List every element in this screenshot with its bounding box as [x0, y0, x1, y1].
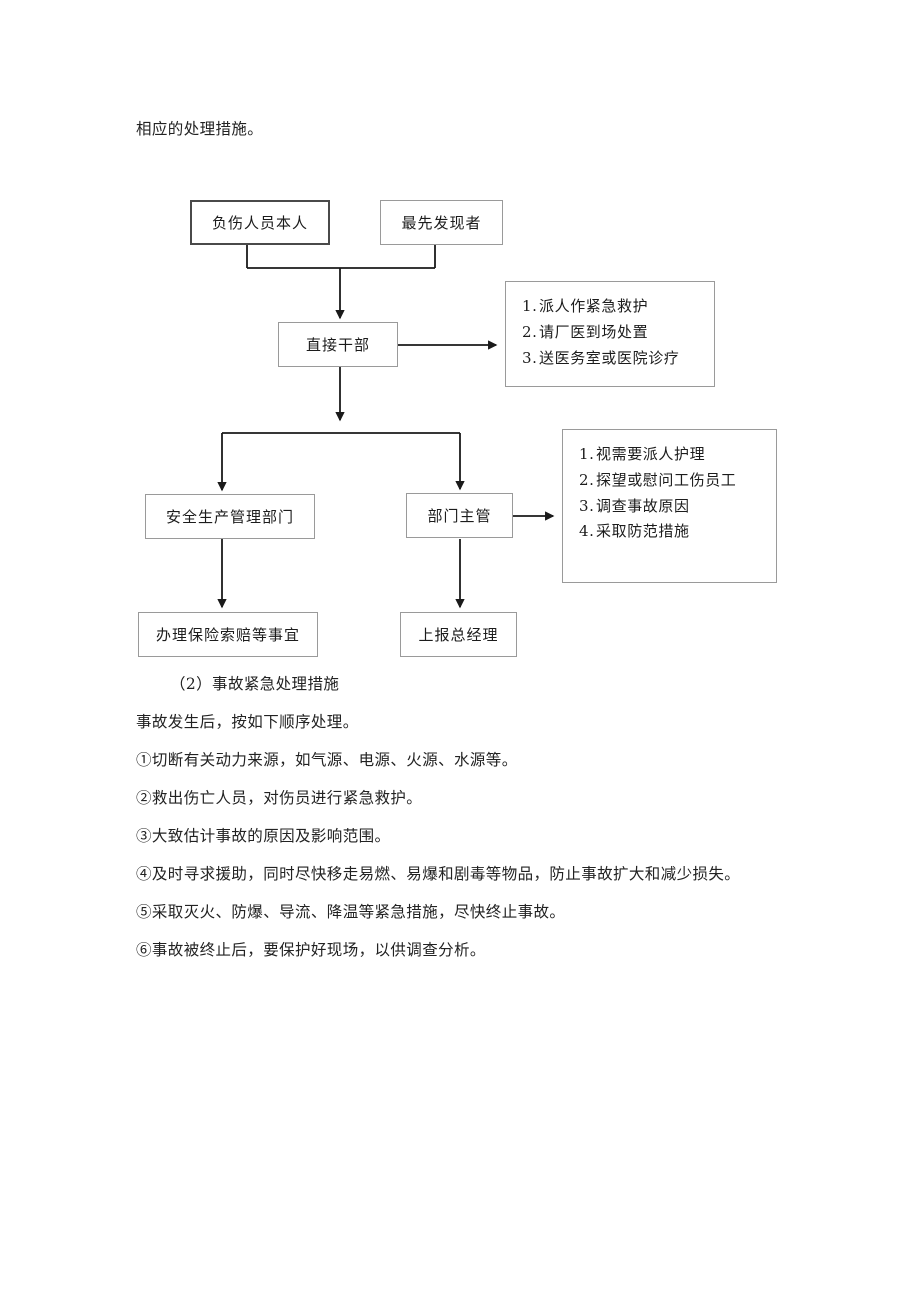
node-direct-supervisor[interactable]: 直接干部 — [278, 322, 398, 367]
list-item: 2.请厂医到场处置 — [522, 320, 714, 346]
list-item: 3.调查事故原因 — [579, 494, 776, 520]
list-item-number: 2. — [522, 322, 538, 341]
node-first-discoverer[interactable]: 最先发现者 — [380, 200, 503, 245]
list-item-number: 1. — [579, 445, 595, 463]
node-injured-person[interactable]: 负伤人员本人 — [190, 200, 330, 245]
step-4: ④及时寻求援助，同时尽快移走易燃、易爆和剧毒等物品，防止事故扩大和减少损失。 — [136, 865, 741, 883]
first-aid-measures-box: 1.派人作紧急救护 2.请厂医到场处置 3.送医务室或医院诊疗 — [505, 281, 715, 387]
node-safety-department[interactable]: 安全生产管理部门 — [145, 494, 315, 539]
step-6: ⑥事故被终止后，要保护好现场，以供调查分析。 — [136, 941, 486, 959]
list-item: 4.采取防范措施 — [579, 519, 776, 545]
list-item-text: 调查事故原因 — [596, 496, 690, 515]
followup-measures-box: 1.视需要派人护理 2.探望或慰问工伤员工 3.调查事故原因 4.采取防范措施 — [562, 429, 777, 583]
list-item: 1.视需要派人护理 — [579, 442, 776, 468]
step-5: ⑤采取灭火、防爆、导流、降温等紧急措施，尽快终止事故。 — [136, 903, 566, 921]
node-report-general-manager[interactable]: 上报总经理 — [400, 612, 517, 657]
list-item-text: 采取防范措施 — [596, 522, 690, 541]
list-item-number: 1. — [522, 297, 538, 315]
intro-paragraph: 相应的处理措施。 — [136, 120, 264, 138]
list-item-number: 2. — [579, 470, 595, 489]
list-item-number: 4. — [579, 522, 595, 541]
list-item-text: 探望或慰问工伤员工 — [596, 470, 737, 489]
list-item-number: 3. — [579, 496, 595, 515]
step-1: ①切断有关动力来源，如气源、电源、火源、水源等。 — [136, 751, 518, 769]
section-lead: 事故发生后，按如下顺序处理。 — [136, 713, 359, 731]
step-3: ③大致估计事故的原因及影响范围。 — [136, 827, 391, 845]
list-item: 2.探望或慰问工伤员工 — [579, 468, 776, 494]
list-item-text: 派人作紧急救护 — [539, 297, 649, 315]
list-item: 1.派人作紧急救护 — [522, 294, 714, 320]
list-item-number: 3. — [522, 348, 538, 367]
list-item-text: 送医务室或医院诊疗 — [539, 348, 680, 367]
node-insurance-claim[interactable]: 办理保险索赔等事宜 — [138, 612, 318, 657]
list-item-text: 视需要派人护理 — [596, 445, 706, 463]
step-2: ②救出伤亡人员，对伤员进行紧急救护。 — [136, 789, 423, 807]
section-heading: （2）事故紧急处理措施 — [170, 675, 340, 693]
list-item: 3.送医务室或医院诊疗 — [522, 346, 714, 372]
node-department-manager[interactable]: 部门主管 — [406, 493, 513, 538]
list-item-text: 请厂医到场处置 — [539, 322, 649, 341]
